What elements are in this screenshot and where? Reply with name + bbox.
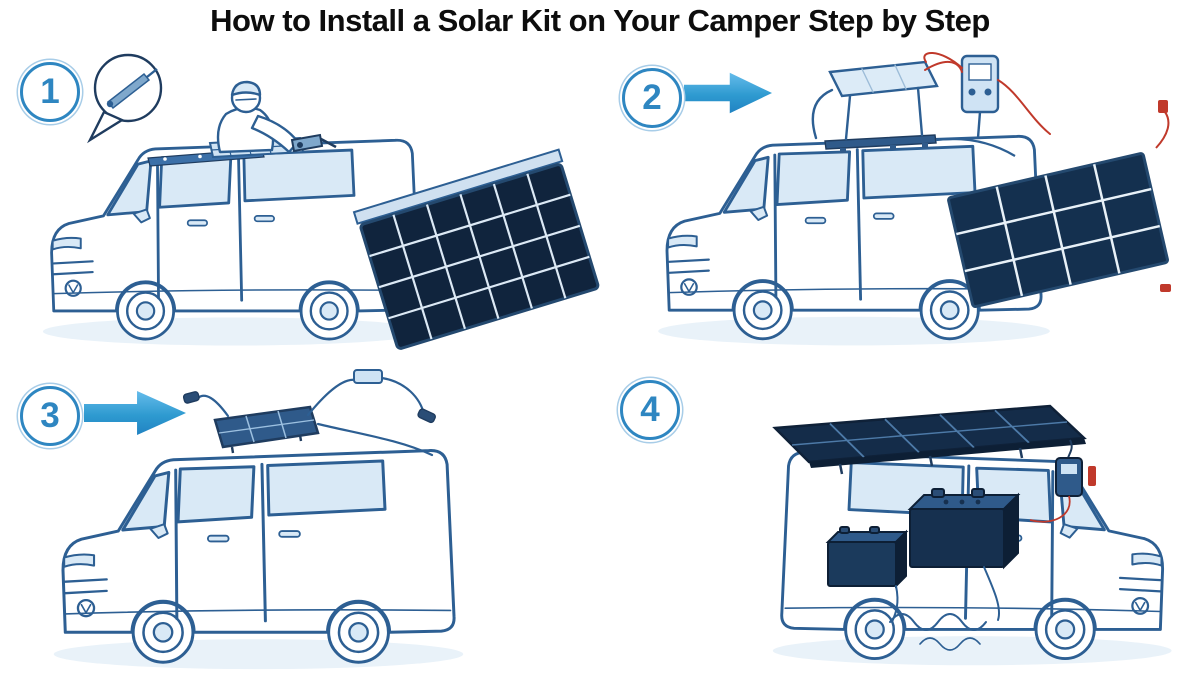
mc4-connector xyxy=(182,391,200,404)
step-2-panel xyxy=(600,40,1200,360)
solar-panel xyxy=(213,405,320,454)
page-title: How to Install a Solar Kit on Your Campe… xyxy=(210,3,990,38)
charge-controller xyxy=(1029,439,1096,523)
roof-rack xyxy=(824,134,937,153)
step-1-panel xyxy=(0,40,600,360)
step-number: 1 xyxy=(40,72,60,111)
red-cable xyxy=(923,51,1051,135)
battery-small xyxy=(825,526,909,589)
tilt-mount-bracket xyxy=(811,60,939,141)
step-number: 2 xyxy=(642,78,662,117)
installer-figure xyxy=(216,80,300,154)
panel-red-connector xyxy=(1155,100,1171,292)
drill-bit-icon xyxy=(106,68,158,110)
step-4-number-badge: 4 xyxy=(620,380,680,440)
charge-controller xyxy=(960,54,1000,139)
solar-panel xyxy=(772,404,1087,475)
red-cable xyxy=(1029,495,1071,523)
step-3-number-badge: 3 xyxy=(20,386,80,446)
step-3-panel xyxy=(0,360,600,675)
battery-large xyxy=(907,488,1021,570)
step-1-illustration xyxy=(41,53,600,350)
drill-tool xyxy=(290,133,337,153)
step-number: 3 xyxy=(40,396,60,435)
roof-cable xyxy=(935,137,1016,157)
solar-panel xyxy=(352,148,600,350)
junction-box xyxy=(353,369,383,384)
step-1-number-badge: 1 xyxy=(20,62,80,122)
step-2-illustration xyxy=(656,51,1171,347)
cable-run xyxy=(196,376,434,457)
step-number: 4 xyxy=(640,390,660,429)
step-4-illustration xyxy=(771,404,1174,667)
step-2-number-badge: 2 xyxy=(622,68,682,128)
speech-bubble xyxy=(87,53,163,144)
step-4-panel xyxy=(600,360,1200,675)
wiring-harness xyxy=(889,566,1000,651)
camper-van xyxy=(52,449,465,671)
solar-panel xyxy=(947,152,1169,309)
red-component xyxy=(1088,466,1096,486)
step-3-illustration xyxy=(52,369,465,671)
mc4-connector xyxy=(417,408,436,424)
helmet-icon xyxy=(230,80,262,97)
